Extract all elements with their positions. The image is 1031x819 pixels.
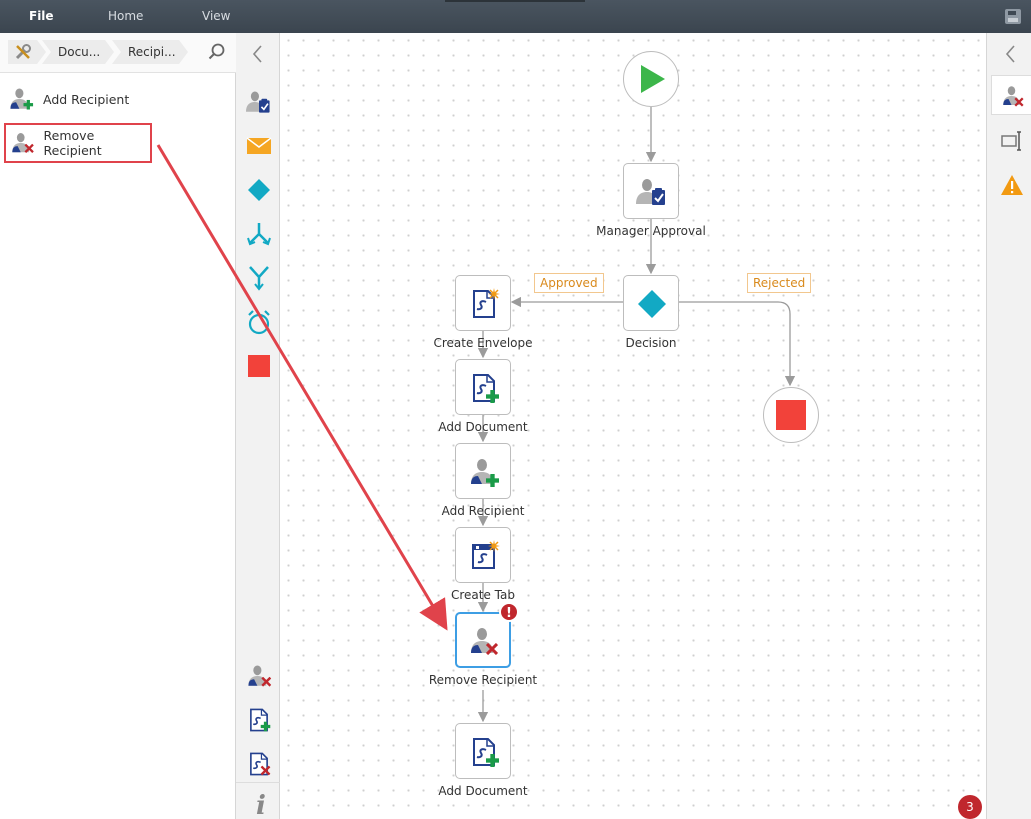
rail-tab-warnings[interactable]	[991, 165, 1031, 205]
info-icon[interactable]: i	[246, 790, 272, 816]
remove-recipient-icon	[468, 625, 498, 655]
add-document-icon	[468, 372, 499, 403]
toolbox-panel: Docu... Recipi... Add Recipient Remove R…	[0, 33, 236, 819]
menu-bar: File Home View	[0, 0, 1031, 33]
search-icon[interactable]	[208, 43, 226, 61]
start-node[interactable]	[623, 51, 679, 107]
decision-icon[interactable]	[246, 177, 272, 203]
workflow-canvas[interactable]	[281, 33, 986, 819]
create-tab-icon	[472, 540, 500, 569]
error-badge[interactable]: !	[499, 602, 519, 622]
breadcrumb-item-recipients[interactable]: Recipi...	[112, 40, 188, 64]
rail-tab-properties[interactable]	[991, 75, 1031, 115]
add-document-icon	[468, 736, 499, 767]
node-add-document[interactable]	[455, 723, 511, 779]
add-document-shortcut-icon[interactable]	[246, 707, 272, 733]
add-recipient-icon	[8, 86, 34, 110]
merge-icon[interactable]	[246, 265, 272, 291]
node-add-document[interactable]	[455, 359, 511, 415]
edge-tag-rejected: Rejected	[747, 273, 812, 293]
node-label: Decision	[625, 336, 677, 350]
node-create-envelope[interactable]	[455, 275, 511, 331]
node-label: Create Envelope	[433, 336, 533, 350]
decision-icon	[638, 290, 666, 318]
node-label: Add Recipient	[441, 504, 525, 518]
node-remove-recipient[interactable]	[455, 612, 511, 668]
stop-icon	[776, 400, 806, 430]
node-manager-approval[interactable]	[623, 163, 679, 219]
menu-home[interactable]: Home	[108, 9, 144, 23]
node-create-tab[interactable]	[455, 527, 511, 583]
toolbox-item-label: Remove Recipient	[43, 128, 102, 158]
toolbox-item-remove-recipient[interactable]: Remove Recipient	[4, 123, 152, 163]
warning-triangle-icon	[1001, 175, 1023, 195]
node-label: Remove Recipient	[428, 673, 538, 687]
create-envelope-icon	[468, 288, 500, 320]
breadcrumb-root[interactable]	[8, 40, 46, 64]
palette-divider	[236, 782, 280, 783]
remove-recipient-shortcut-icon[interactable]	[246, 663, 272, 689]
breadcrumb-item-documents[interactable]: Docu...	[42, 40, 114, 64]
rail-tab-rename[interactable]	[991, 121, 1031, 161]
edge-tag-approved: Approved	[534, 273, 604, 293]
chevron-left-icon[interactable]	[1002, 43, 1020, 65]
toolbox-item-label: Add Recipient	[43, 91, 130, 107]
chevron-left-icon[interactable]	[249, 43, 267, 65]
remove-recipient-icon	[10, 130, 34, 153]
approval-icon[interactable]	[246, 89, 272, 115]
node-label: Create Tab	[450, 588, 515, 602]
svg-text:i: i	[256, 791, 266, 816]
shape-palette: i	[236, 33, 280, 819]
node-decision[interactable]	[623, 275, 679, 331]
issue-count-badge[interactable]: 3	[958, 795, 982, 819]
stop-node[interactable]	[763, 387, 819, 443]
properties-rail	[986, 33, 1031, 819]
split-icon[interactable]	[246, 221, 272, 247]
node-label: Add Document	[438, 420, 528, 434]
add-recipient-icon	[468, 456, 499, 487]
menu-file[interactable]: File	[29, 9, 54, 23]
menu-view[interactable]: View	[202, 9, 231, 23]
approval-icon	[636, 176, 668, 208]
timer-icon[interactable]	[246, 309, 272, 335]
toolbox-item-add-recipient[interactable]: Add Recipient	[4, 79, 152, 119]
save-icon[interactable]	[1005, 9, 1021, 24]
tools-icon	[14, 43, 32, 61]
email-icon[interactable]	[246, 133, 272, 159]
stop-icon[interactable]	[246, 353, 272, 379]
remove-recipient-icon	[1001, 84, 1024, 107]
text-field-icon	[1001, 131, 1021, 151]
node-label: Add Document	[438, 784, 528, 798]
breadcrumb: Docu... Recipi...	[0, 33, 236, 73]
menu-highlight	[445, 0, 585, 2]
remove-document-shortcut-icon[interactable]	[246, 751, 272, 777]
node-label: Manager Approval	[596, 224, 706, 238]
node-add-recipient[interactable]	[455, 443, 511, 499]
play-icon	[641, 65, 665, 93]
